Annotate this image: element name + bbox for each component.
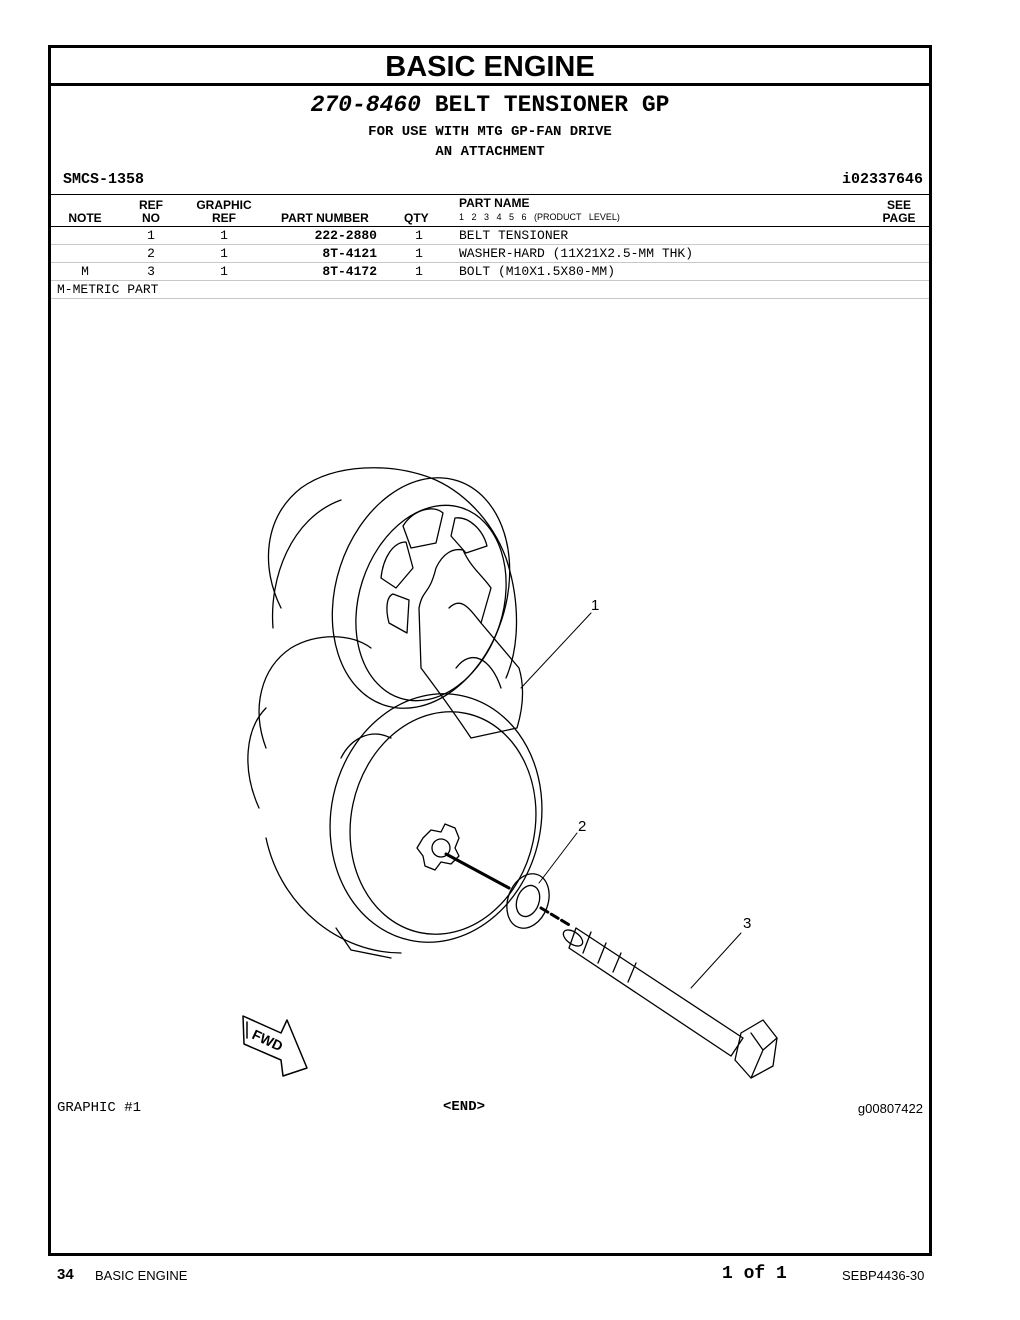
row-graphic-ref: 1: [220, 246, 228, 261]
row-part-number: 8T-4121: [322, 246, 377, 261]
callout-3: 3: [743, 915, 751, 932]
bolt: [562, 927, 778, 1079]
graphic-number: g00807422: [857, 1101, 923, 1116]
col-note: NOTE: [68, 211, 102, 225]
footnote-rule: [51, 298, 929, 299]
group-title: 270-8460 BELT TENSIONER GP: [51, 92, 929, 118]
axis-line: [444, 852, 573, 928]
footnote-metric: M-METRIC PART: [57, 282, 159, 297]
row-part-number: 8T-4172: [322, 264, 377, 279]
washer: [506, 873, 550, 929]
tensioner-body: [247, 467, 543, 959]
row-ref-no: 3: [147, 264, 155, 279]
callout-2: 2: [578, 818, 586, 835]
callout-1: 1: [591, 597, 599, 614]
publication-number: SEBP4436-30: [842, 1268, 925, 1283]
col-qty: QTY: [404, 211, 429, 225]
row-divider: [51, 280, 929, 281]
row-qty: 1: [415, 246, 423, 261]
group-part-number: 270-8460: [310, 92, 421, 118]
page-number: 34: [57, 1266, 74, 1283]
row-part-name: BELT TENSIONER: [459, 228, 569, 243]
leader-lines: [520, 612, 742, 989]
row-note: M: [81, 264, 89, 279]
row-graphic-ref: 1: [220, 228, 228, 243]
header-bottom-rule: [51, 226, 929, 227]
fwd-label: FWD: [250, 1026, 286, 1054]
col-part-name: PART NAME: [459, 196, 530, 210]
row-qty: 1: [415, 264, 423, 279]
belt-tensioner-illustration: 1 2 3 FWD: [242, 467, 778, 1079]
smcs-code: SMCS-1358: [63, 171, 145, 188]
row-ref-no: 1: [147, 228, 155, 243]
row-qty: 1: [415, 228, 423, 243]
page-of-pages: 1 of 1: [722, 1264, 787, 1284]
usage-line-1: FOR USE WITH MTG GP-FAN DRIVE: [368, 124, 612, 140]
row-divider: [51, 262, 929, 263]
row-divider: [51, 244, 929, 245]
row-part-name: WASHER-HARD (11X21X2.5-MM THK): [459, 246, 694, 261]
page-frame: BASIC ENGINE 270-8460 BELT TENSIONER GP …: [48, 45, 932, 1256]
row-part-name: BOLT (M10X1.5X80-MM): [459, 264, 616, 279]
graphic-label: GRAPHIC #1: [57, 1100, 142, 1116]
col-part-number: PART NUMBER: [281, 211, 369, 225]
section-title: BASIC ENGINE: [51, 48, 929, 86]
group-name: BELT TENSIONER GP: [434, 92, 670, 118]
info-id: i02337646: [841, 171, 923, 188]
row-graphic-ref: 1: [220, 264, 228, 279]
row-part-number: 222-2880: [314, 228, 377, 243]
row-ref-no: 2: [147, 246, 155, 261]
table-top-rule: [51, 194, 929, 195]
end-marker: <END>: [443, 1099, 486, 1115]
product-levels: 1 2 3 4 5 6 (PRODUCT LEVEL): [459, 212, 620, 222]
footer-page-title: BASIC ENGINE: [95, 1268, 188, 1283]
fwd-arrow: [242, 1015, 308, 1077]
usage-line-2: AN ATTACHMENT: [435, 144, 545, 160]
